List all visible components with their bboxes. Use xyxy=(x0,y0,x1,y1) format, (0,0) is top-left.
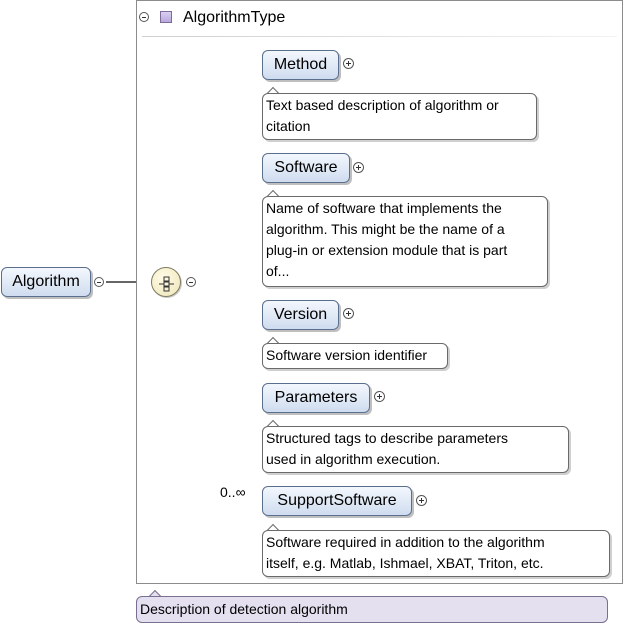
parameters-documentation: Structured tags to describe parameters u… xyxy=(262,426,569,473)
software-doc-line: of... xyxy=(266,263,290,279)
supportsoftware-occurrence: 0..∞ xyxy=(220,484,246,500)
supportsoftware-doc-line: Software required in addition to the alg… xyxy=(266,534,545,550)
method-doc-line: citation xyxy=(266,118,311,134)
software-doc-line: plug-in or extension module that is part xyxy=(266,242,508,258)
software-documentation: Name of software that implements the alg… xyxy=(262,196,548,287)
type-name: AlgorithmType xyxy=(183,9,286,26)
element-supportsoftware[interactable]: SupportSoftware xyxy=(262,486,412,516)
version-documentation: Software version identifier xyxy=(262,343,448,369)
sequence-compositor-icon xyxy=(159,276,174,292)
element-parameters[interactable]: Parameters xyxy=(262,383,370,413)
parameters-doc-line: used in algorithm execution. xyxy=(266,451,441,467)
supportsoftware-expand-icon[interactable] xyxy=(416,495,427,506)
supportsoftware-documentation: Software required in addition to the alg… xyxy=(262,530,610,577)
type-header-divider xyxy=(142,36,617,37)
version-doc-line: Software version identifier xyxy=(266,347,428,363)
software-doc-line: algorithm. This might be the name of a xyxy=(266,221,505,237)
sequence-collapse-icon[interactable] xyxy=(186,277,196,287)
complex-type-icon xyxy=(160,11,172,23)
element-version[interactable]: Version xyxy=(262,300,339,330)
root-documentation: Description of detection algorithm xyxy=(136,596,608,623)
method-expand-icon[interactable] xyxy=(343,58,354,69)
method-documentation: Text based description of algorithm or c… xyxy=(262,93,537,140)
method-doc-line: Text based description of algorithm or xyxy=(266,97,499,113)
version-expand-icon[interactable] xyxy=(343,308,354,319)
element-method[interactable]: Method xyxy=(262,50,339,80)
software-expand-icon[interactable] xyxy=(353,162,364,173)
parameters-expand-icon[interactable] xyxy=(374,391,385,402)
element-software[interactable]: Software xyxy=(262,153,350,183)
root-collapse-icon[interactable] xyxy=(94,277,104,287)
supportsoftware-doc-line: itself, e.g. Matlab, Ishmael, XBAT, Trit… xyxy=(266,555,544,571)
parameters-doc-line: Structured tags to describe parameters xyxy=(266,430,509,446)
root-element-algorithm[interactable]: Algorithm xyxy=(1,267,91,297)
software-doc-line: Name of software that implements the xyxy=(266,200,502,216)
type-collapse-icon[interactable] xyxy=(139,12,149,22)
sequence-compositor[interactable] xyxy=(151,267,181,297)
